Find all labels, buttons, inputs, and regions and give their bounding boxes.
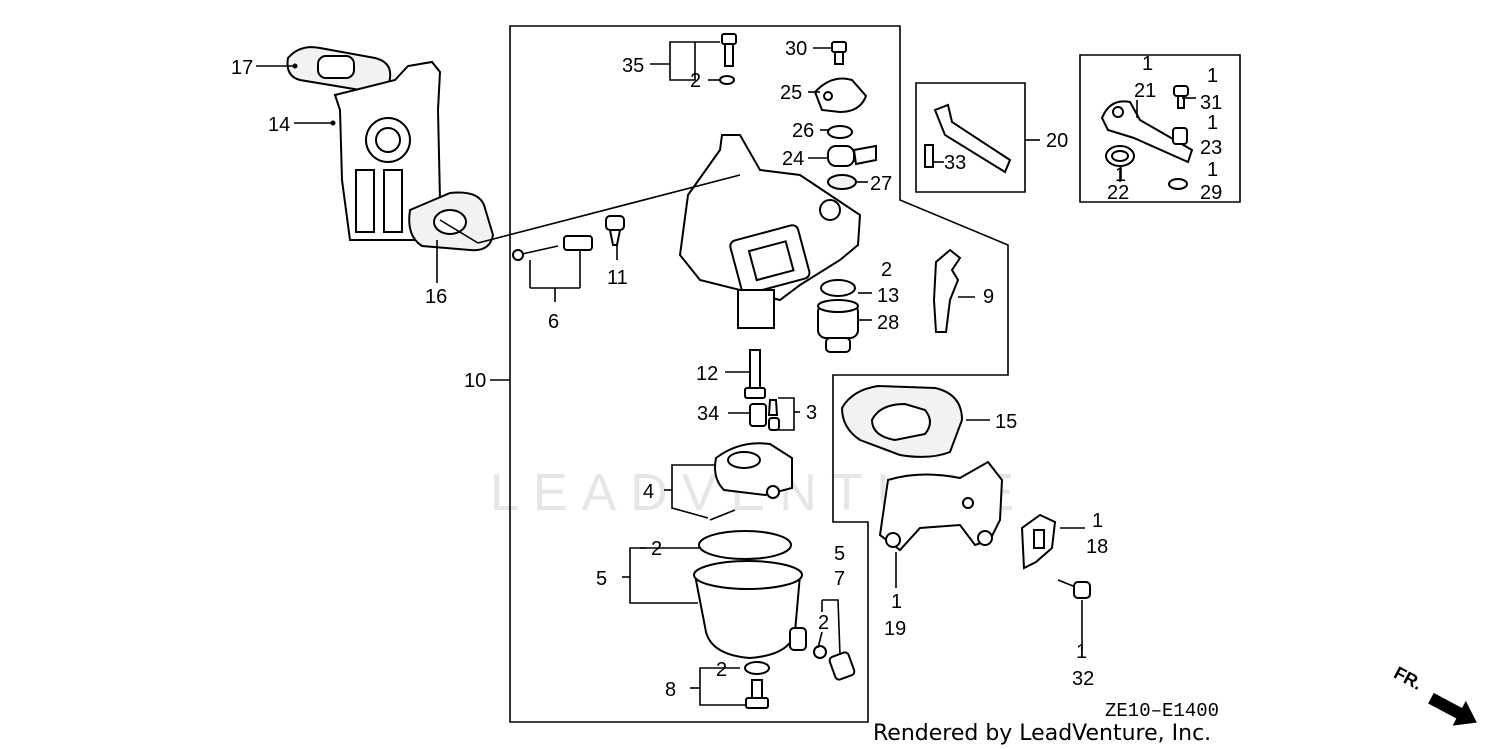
callout-13: 13	[877, 285, 899, 307]
front-direction-indicator: FR.	[1391, 663, 1477, 726]
screw-30[interactable]	[831, 41, 847, 65]
callout-25: 25	[780, 82, 802, 104]
screw-spring-6[interactable]	[512, 235, 593, 261]
group-border-20	[915, 82, 1026, 193]
callout-5-a: 5	[596, 568, 607, 590]
clip-18[interactable]	[1020, 513, 1057, 570]
screw-35[interactable]	[719, 33, 737, 85]
diagram-code: ZE10–E1400	[1105, 700, 1219, 722]
float-bowl-5[interactable]	[693, 560, 807, 660]
washer-27[interactable]	[827, 174, 857, 190]
callout-2-b: 2	[881, 259, 892, 281]
callout-28: 28	[877, 312, 899, 334]
needle-valve-3[interactable]	[767, 399, 780, 431]
carburetor-body[interactable]	[678, 134, 862, 329]
callout-21: 21	[1134, 80, 1156, 102]
callout-17: 17	[231, 57, 253, 79]
float-bowl-gasket[interactable]	[698, 530, 792, 560]
screw-11[interactable]	[605, 215, 625, 246]
callout-2-c: 2	[651, 538, 662, 560]
callout-1-21: 1	[1142, 53, 1153, 75]
callout-31: 31	[1200, 92, 1222, 114]
callout-11: 11	[607, 267, 628, 289]
callout-33: 33	[944, 152, 966, 174]
callout-26: 26	[792, 120, 814, 142]
bracket-19[interactable]	[878, 460, 1004, 552]
washer-29[interactable]	[1168, 178, 1188, 190]
callout-12: 12	[696, 363, 718, 385]
callout-14: 14	[268, 114, 290, 136]
callout-1-29: 1	[1207, 159, 1218, 181]
washer-26[interactable]	[827, 125, 853, 139]
bolt-32[interactable]	[1057, 579, 1091, 599]
callout-27: 27	[870, 173, 892, 195]
plate-14[interactable]	[333, 60, 442, 241]
jet-34[interactable]	[749, 403, 767, 427]
part-28[interactable]	[817, 299, 859, 353]
callout-3: 3	[806, 402, 817, 424]
gasket-16[interactable]	[408, 191, 495, 252]
callout-34: 34	[697, 403, 719, 425]
drain-screw-7[interactable]	[813, 645, 856, 681]
callout-1-19: 1	[891, 591, 902, 613]
lever-21[interactable]	[1100, 100, 1194, 164]
callout-35: 35	[622, 55, 644, 77]
part-9[interactable]	[932, 248, 962, 333]
gasket-15[interactable]	[840, 384, 964, 458]
part-24[interactable]	[827, 144, 877, 167]
callout-1-31: 1	[1207, 65, 1218, 87]
rendered-by-credit: Rendered by LeadVenture, Inc.	[873, 721, 1211, 746]
callout-18: 18	[1086, 536, 1108, 558]
callout-1-23: 1	[1207, 112, 1218, 134]
front-label: FR.	[1391, 663, 1426, 694]
callout-19: 19	[884, 618, 906, 640]
callout-1-22: 1	[1115, 164, 1126, 186]
callout-29: 29	[1200, 182, 1222, 204]
callout-32: 32	[1072, 668, 1094, 690]
callout-1-18: 1	[1092, 510, 1103, 532]
callout-2-e: 2	[716, 659, 727, 681]
callout-8: 8	[665, 679, 676, 701]
callout-1-32: 1	[1076, 641, 1087, 663]
callout-15: 15	[995, 411, 1017, 433]
nut-23[interactable]	[1172, 127, 1188, 145]
callout-24: 24	[782, 148, 804, 170]
leader-lines	[256, 41, 1196, 706]
float-4[interactable]	[709, 442, 793, 521]
callout-2-a: 2	[690, 70, 701, 92]
cover-25[interactable]	[813, 77, 868, 114]
callout-16: 16	[425, 286, 447, 308]
callout-30: 30	[785, 38, 807, 60]
callout-9: 9	[983, 286, 994, 308]
front-arrow-icon	[1428, 692, 1477, 726]
group-border-10	[509, 25, 1009, 723]
nozzle-12[interactable]	[744, 349, 766, 399]
gasket-17[interactable]	[286, 46, 392, 94]
callout-5-b: 5	[834, 543, 845, 565]
oring-13[interactable]	[820, 279, 856, 297]
callout-4: 4	[643, 481, 654, 503]
drain-bolt-8[interactable]	[744, 661, 770, 709]
screw-31[interactable]	[1173, 85, 1189, 109]
callout-6: 6	[548, 311, 559, 333]
lever-20[interactable]	[924, 103, 1012, 174]
callout-20: 20	[1046, 130, 1068, 152]
callout-7: 7	[834, 568, 845, 590]
callout-23: 23	[1200, 137, 1222, 159]
callout-22: 22	[1107, 182, 1129, 204]
group-border-21	[1079, 54, 1241, 203]
callout-2-d: 2	[818, 612, 829, 634]
spring-22[interactable]	[1105, 145, 1135, 167]
callout-10: 10	[464, 370, 486, 392]
callout-labels: 17 14 16 35 2 30 25 26 24 27 6 11 10 2 1…	[231, 38, 1222, 701]
